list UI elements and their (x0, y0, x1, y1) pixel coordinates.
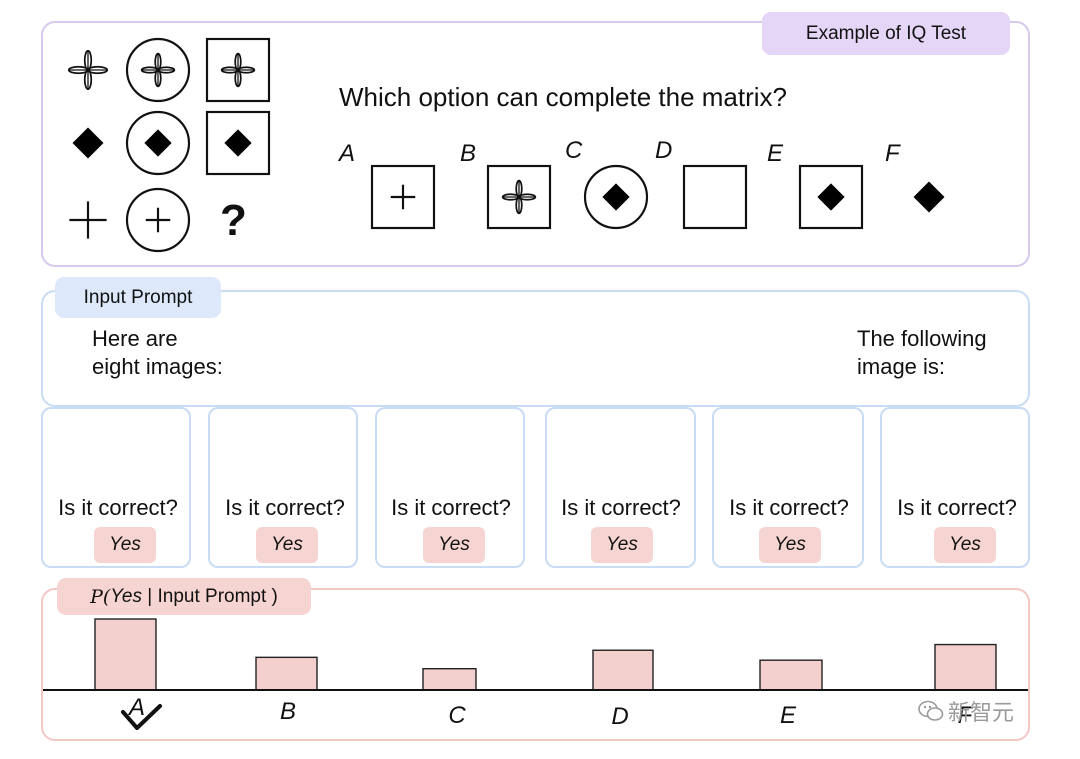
missing-cell-mark: ? (220, 196, 247, 245)
option-d-empty-square-icon (682, 164, 748, 230)
option-letter-e: E (767, 140, 784, 167)
prompt-lead-line1: Here are (92, 326, 178, 351)
wechat-icon (918, 700, 944, 721)
bar-e (759, 659, 823, 691)
probability-yes-label: Yes (110, 585, 142, 607)
candidate-answer-a: Yes (94, 527, 156, 563)
example-tag: Example of IQ Test (762, 12, 1010, 55)
option-letter-a: A (339, 140, 356, 167)
bar-b (255, 656, 318, 691)
matrix-cell-diamond-square-icon (205, 110, 271, 176)
example-question: Which option can complete the matrix? (339, 82, 787, 112)
matrix-cell-plus-circle-icon (125, 187, 191, 253)
bar-label-a: A (128, 694, 146, 721)
option-letter-d: D (655, 137, 673, 164)
candidate-question-e: Is it correct? (729, 495, 849, 520)
candidate-question-a: Is it correct? (58, 495, 178, 520)
bar-d (592, 649, 654, 691)
example-panel (41, 21, 1030, 267)
matrix-cell-flower-circle-icon (125, 37, 191, 103)
option-letter-b: B (460, 140, 477, 167)
candidate-answer-c: Yes (423, 527, 485, 563)
bar-label-c: C (448, 702, 466, 729)
probability-condition-label: | Input Prompt ) (142, 585, 278, 607)
bar-label-f: F (957, 702, 973, 729)
prompt-tail-line1: The following (857, 326, 987, 351)
matrix-cell-plus-icon (69, 201, 107, 239)
candidate-question-b: Is it correct? (225, 495, 345, 520)
watermark: 新智元 (918, 695, 1014, 727)
bar-f (934, 643, 997, 691)
bar-label-b: B (279, 698, 297, 725)
prompt-lead-line2: eight images: (92, 354, 223, 379)
option-a-plus-square-icon (370, 164, 436, 230)
matrix-cell-diamond-circle-icon (125, 110, 191, 176)
candidate-question-d: Is it correct? (561, 495, 681, 520)
option-b-flower-square-icon (486, 164, 552, 230)
checkmark-icon (121, 704, 162, 730)
bar-a (94, 618, 157, 691)
matrix-cell-flower-icon (67, 49, 109, 91)
prompt-tag: Input Prompt (55, 277, 221, 318)
prompt-tail-line2: image is: (857, 354, 946, 379)
candidate-answer-b: Yes (256, 527, 318, 563)
matrix-cell-diamond-icon (72, 127, 104, 159)
candidate-answer-f: Yes (934, 527, 996, 563)
probability-p-label: P( (90, 585, 111, 608)
candidate-answer-e: Yes (759, 527, 821, 563)
candidate-answer-d: Yes (591, 527, 653, 563)
probability-tag: P( Yes | Input Prompt ) (57, 578, 311, 615)
option-letter-f: F (885, 140, 900, 167)
bar-label-e: E (779, 702, 797, 729)
bar-label-d: D (611, 703, 629, 730)
candidate-question-f: Is it correct? (897, 495, 1017, 520)
watermark-text: 新智元 (948, 700, 1015, 725)
option-e-diamond-square-icon (798, 164, 864, 230)
bar-c (422, 668, 477, 691)
option-letter-c: C (565, 137, 583, 164)
matrix-cell-flower-square-icon (205, 37, 271, 103)
candidate-question-c: Is it correct? (391, 495, 511, 520)
option-c-diamond-circle-icon (583, 164, 649, 230)
option-f-diamond-icon (913, 181, 945, 213)
